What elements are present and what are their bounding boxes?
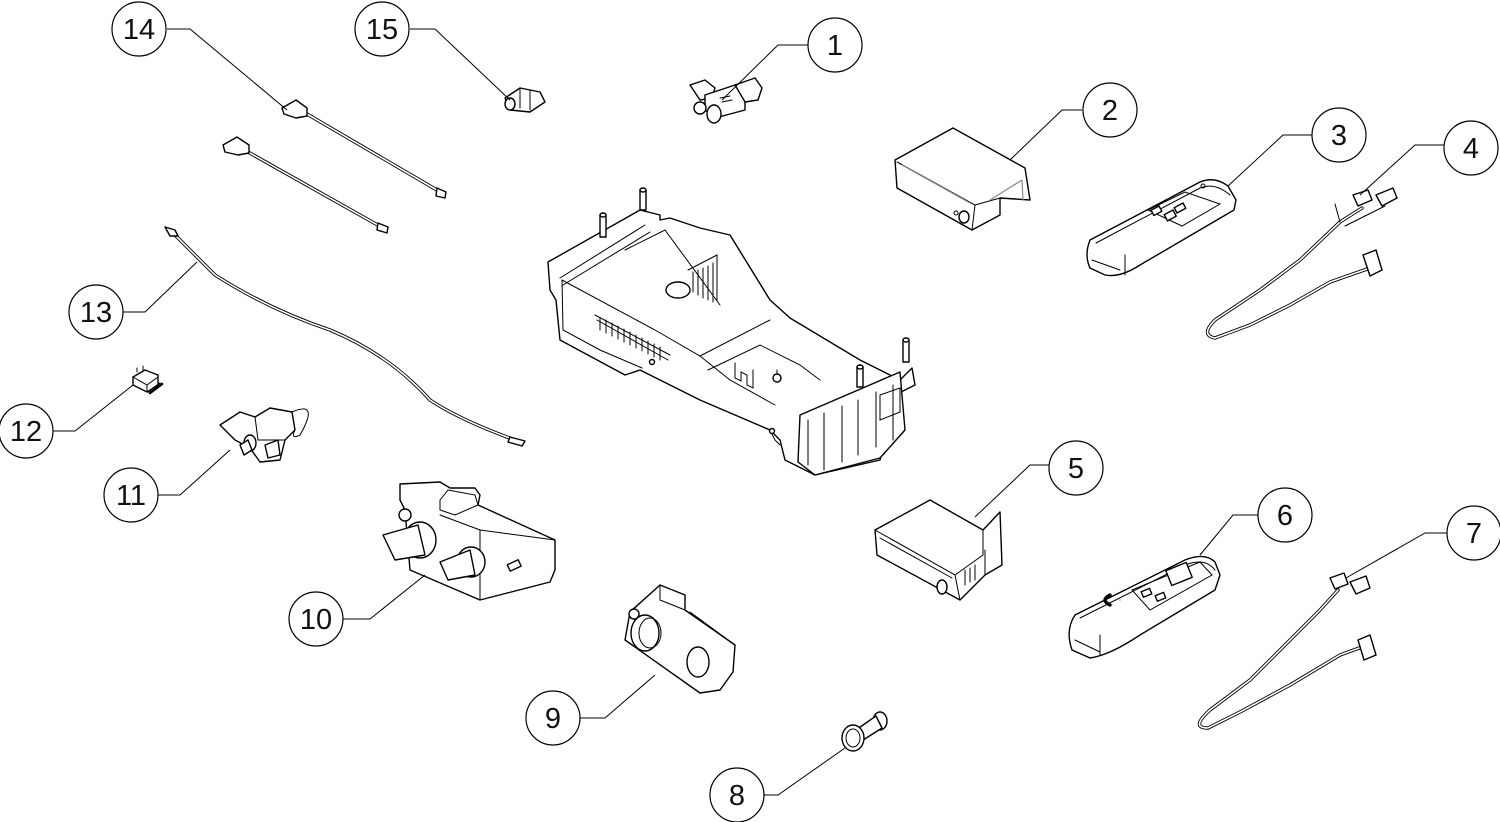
leader-14 bbox=[167, 28, 288, 111]
callout-7: 7 bbox=[1446, 505, 1500, 561]
callout-1: 1 bbox=[807, 17, 863, 73]
callout-5: 5 bbox=[1048, 440, 1104, 496]
callout-label: 9 bbox=[545, 703, 561, 735]
leader-7 bbox=[1345, 532, 1447, 579]
leader-1 bbox=[721, 44, 808, 101]
part-14-connector-leads bbox=[222, 99, 447, 234]
leader-lines bbox=[52, 28, 1447, 796]
leader-4 bbox=[1359, 144, 1444, 196]
leader-15 bbox=[410, 28, 511, 101]
callout-14: 14 bbox=[111, 1, 167, 57]
part-8-knob-button bbox=[841, 711, 888, 752]
callout-label: 4 bbox=[1463, 133, 1479, 165]
callout-label: 14 bbox=[123, 14, 155, 46]
part-1-gas-valve-fitting bbox=[689, 77, 763, 124]
callout-label: 11 bbox=[116, 480, 146, 512]
callout-label: 10 bbox=[300, 604, 332, 636]
callout-11: 11 bbox=[103, 467, 159, 523]
part-3-remote-transmitter bbox=[1086, 179, 1237, 277]
callout-label: 13 bbox=[80, 297, 112, 329]
callout-2: 2 bbox=[1082, 82, 1138, 138]
part-15-fitting bbox=[504, 87, 546, 113]
part-9-control-bracket bbox=[624, 584, 736, 694]
callout-10: 10 bbox=[288, 591, 344, 647]
callout-15: 15 bbox=[354, 1, 410, 57]
callout-8: 8 bbox=[709, 767, 765, 822]
part-12-micro-switch bbox=[132, 365, 164, 395]
callout-13: 13 bbox=[68, 284, 124, 340]
leader-5 bbox=[974, 464, 1049, 518]
part-10-control-valve-block bbox=[382, 481, 556, 601]
part-7-wire-harness bbox=[1103, 572, 1377, 730]
callout-12: 12 bbox=[0, 403, 54, 459]
part-2-receiver-box bbox=[894, 127, 1031, 231]
callout-label: 15 bbox=[366, 14, 398, 46]
callout-label: 1 bbox=[827, 30, 843, 62]
callout-label: 3 bbox=[1331, 120, 1347, 152]
callout-label: 6 bbox=[1277, 500, 1293, 532]
callout-3: 3 bbox=[1311, 107, 1367, 163]
callout-label: 5 bbox=[1068, 453, 1084, 485]
callout-label: 2 bbox=[1102, 95, 1118, 127]
leader-10 bbox=[343, 574, 426, 620]
callout-label: 8 bbox=[729, 780, 745, 812]
part-13-thermocouple-lead bbox=[164, 226, 526, 447]
mounting-bracket-chassis bbox=[547, 187, 916, 476]
leader-3 bbox=[1227, 134, 1312, 187]
callout-label: 12 bbox=[10, 416, 42, 448]
part-11-piezo-igniter bbox=[219, 407, 309, 463]
callout-4: 4 bbox=[1443, 120, 1499, 176]
leader-13 bbox=[123, 261, 198, 313]
leader-6 bbox=[1199, 514, 1258, 556]
leader-9 bbox=[580, 674, 656, 719]
callout-label: 7 bbox=[1466, 518, 1482, 550]
part-6-remote-transmitter-display bbox=[1068, 555, 1221, 659]
part-4-wire-harness bbox=[1205, 187, 1398, 340]
part-5-receiver-module bbox=[874, 499, 1003, 601]
leader-2 bbox=[1009, 109, 1082, 161]
leader-8 bbox=[760, 747, 846, 796]
callout-9: 9 bbox=[525, 690, 581, 746]
leader-12 bbox=[52, 384, 134, 432]
callout-6: 6 bbox=[1257, 487, 1313, 543]
leader-11 bbox=[158, 449, 231, 496]
